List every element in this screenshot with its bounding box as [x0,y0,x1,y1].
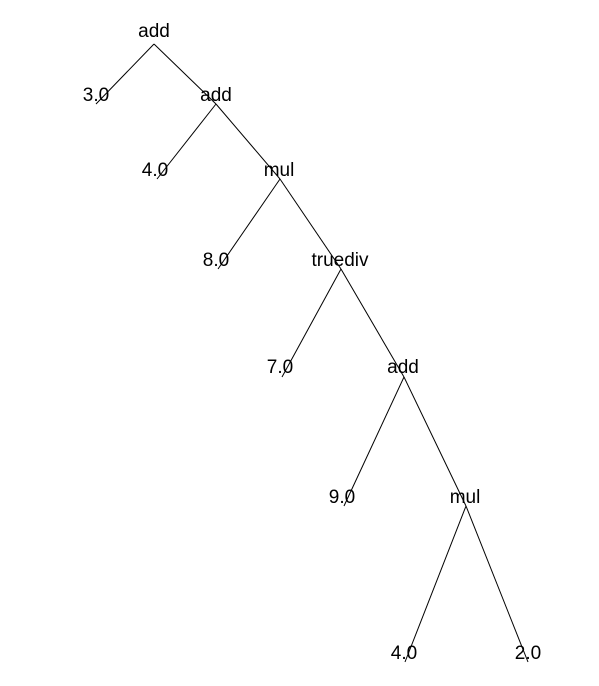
node-label-9-0: 9.0 [329,487,355,508]
node-label-3-0: 3.0 [83,85,109,106]
edge-n10-n12 [465,505,529,663]
node-label-add: add [200,85,232,106]
tree-edges [95,43,529,663]
node-label-mul-2: mul [450,487,481,508]
edge-n0-n1 [95,43,155,105]
edge-n4-n5 [217,178,281,270]
node-label-7-0: 7.0 [267,357,293,378]
edge-n10-n11 [404,505,467,663]
edge-n8-n10 [403,376,467,507]
tree-nodes: add 3.0 add 4.0 mul 8.0 truediv 7.0 add … [83,21,541,664]
edge-n0-n2 [153,43,217,105]
node-label-mul: mul [264,160,295,181]
edge-n2-n4 [215,103,281,180]
edge-n6-n7 [281,268,342,378]
node-label-2-0: 2.0 [515,643,541,664]
node-label-truediv: truediv [311,250,369,271]
node-label-add-2: add [387,357,419,378]
node-label-root-add: add [138,21,170,42]
edge-n8-n9 [343,376,405,507]
edge-n6-n8 [340,268,405,378]
edge-n2-n3 [156,103,217,180]
node-label-4-0-leaf: 4.0 [391,643,417,664]
node-label-8-0: 8.0 [203,250,229,271]
node-label-4-0: 4.0 [142,160,168,181]
edge-n4-n6 [279,178,342,270]
